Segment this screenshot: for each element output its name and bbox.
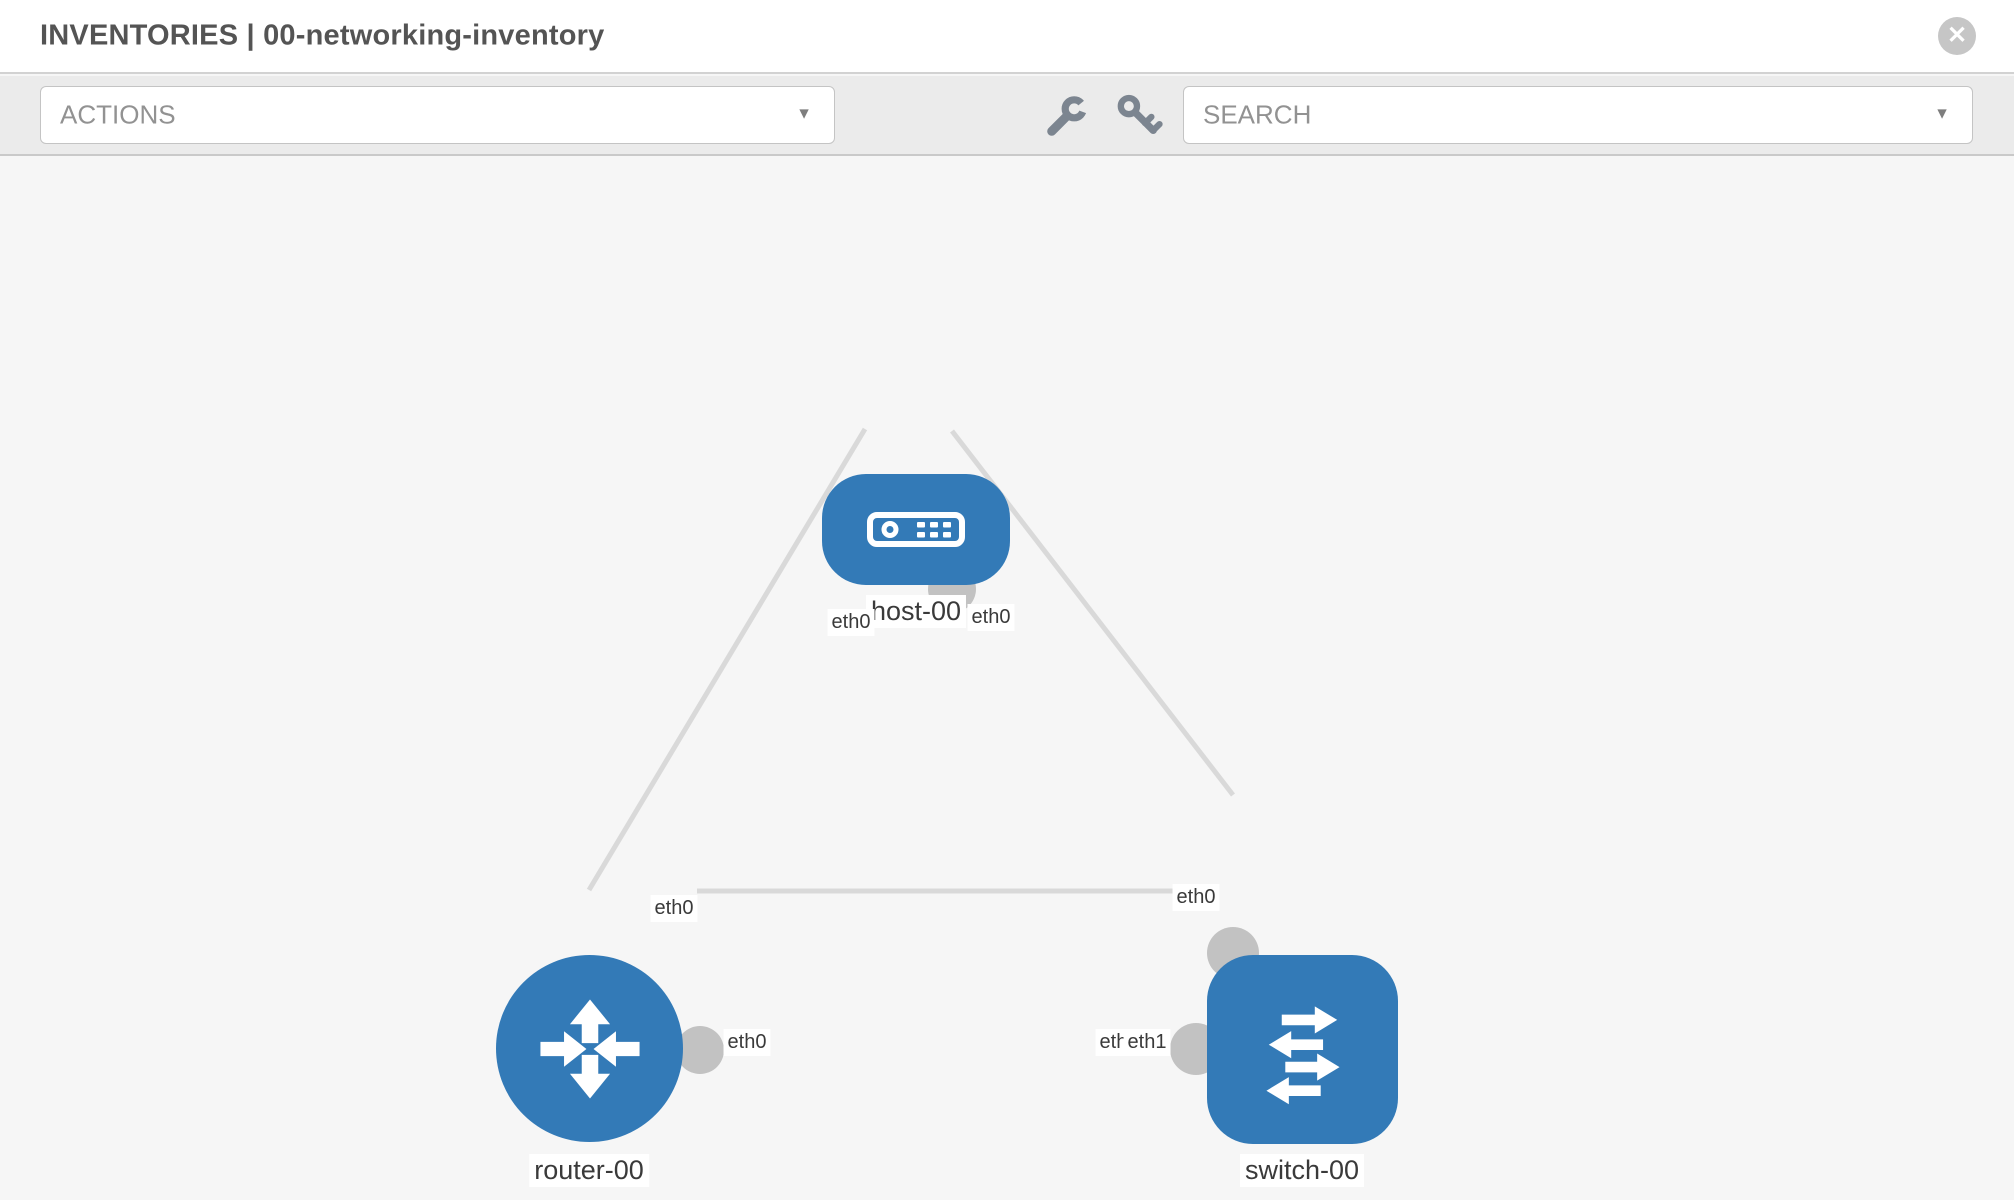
page-title: INVENTORIES | 00-networking-inventory: [40, 19, 605, 52]
toolbar: ACTIONS ▼ SEARCH ▼: [0, 76, 2014, 156]
chevron-down-icon: ▼: [796, 105, 812, 123]
search-placeholder: SEARCH: [1203, 99, 1312, 130]
node-label-host: host-00: [865, 595, 967, 628]
interface-label: eth0: [650, 895, 698, 922]
interface-label: eth0: [967, 604, 1015, 631]
key-icon: [1117, 94, 1163, 134]
wrench-button[interactable]: [1040, 89, 1094, 143]
interface-label: eth0: [827, 609, 875, 636]
interface-label: eth0: [723, 1029, 771, 1056]
chevron-down-icon: ▼: [1934, 105, 1950, 123]
actions-dropdown-label: ACTIONS: [60, 99, 176, 130]
interface-label: eth1: [1123, 1029, 1171, 1056]
router-icon: [539, 998, 640, 1099]
topology-canvas[interactable]: host-00 router-00 switch-00 eth0 eth0 et…: [0, 158, 2014, 1200]
close-button[interactable]: ✕: [1938, 17, 1976, 55]
node-switch-00[interactable]: [1207, 955, 1398, 1144]
switch-icon: [1265, 1005, 1340, 1104]
header: INVENTORIES | 00-networking-inventory ✕: [0, 0, 2014, 74]
node-router-00[interactable]: [496, 955, 683, 1142]
wrench-icon: [1047, 92, 1094, 136]
host-icon: [867, 512, 965, 547]
close-icon: ✕: [1946, 22, 1968, 49]
interface-label: eth0: [1172, 884, 1220, 911]
search-dropdown[interactable]: SEARCH ▼: [1183, 86, 1973, 144]
interface-connector: [676, 1026, 724, 1074]
links-layer: [586, 427, 1235, 894]
node-host-00[interactable]: [822, 474, 1010, 585]
key-button[interactable]: [1110, 89, 1164, 143]
actions-dropdown[interactable]: ACTIONS ▼: [40, 86, 835, 144]
node-label-switch: switch-00: [1239, 1154, 1365, 1187]
link-router-host: [586, 427, 868, 892]
node-label-router: router-00: [529, 1154, 649, 1187]
